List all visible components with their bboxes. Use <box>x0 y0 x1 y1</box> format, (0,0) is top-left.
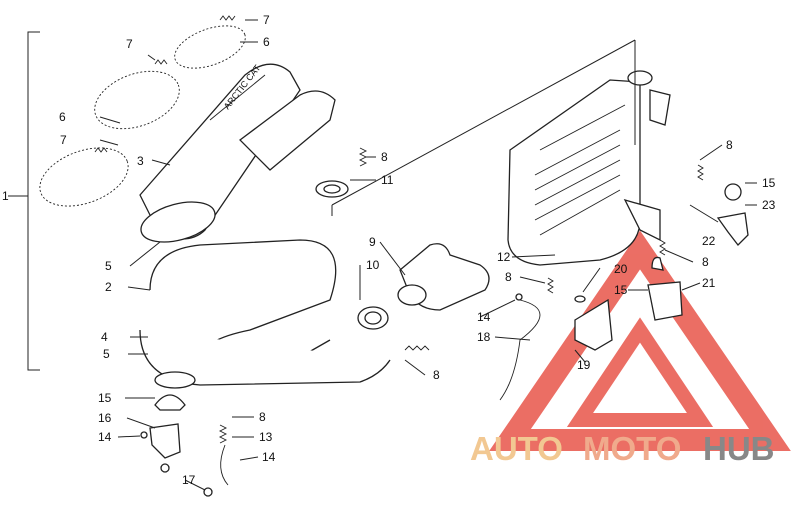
callout-15-right: 15 <box>762 176 776 190</box>
callout-8-a: 8 <box>381 150 388 164</box>
callout-5-upper: 5 <box>105 259 112 273</box>
callout-3: 3 <box>137 154 144 168</box>
muffler: ARCTIC CAT <box>139 63 301 243</box>
group-bracket <box>8 31 40 371</box>
exhaust-flange <box>357 243 490 330</box>
callout-10: 10 <box>366 258 380 272</box>
callout-15-mid: 15 <box>614 283 628 297</box>
callout-labels: 1 2 3 4 5 5 6 6 7 7 7 8 8 8 8 8 8 9 10 1… <box>2 13 776 487</box>
callout-8-d: 8 <box>505 270 512 284</box>
callout-18: 18 <box>477 330 491 344</box>
callout-9: 9 <box>369 235 376 249</box>
callout-8-b: 8 <box>433 368 440 382</box>
head-pipe <box>139 90 391 389</box>
callout-7-low: 7 <box>60 133 67 147</box>
callout-8-f: 8 <box>702 255 709 269</box>
callout-12: 12 <box>497 250 511 264</box>
callout-7-mid: 7 <box>126 37 133 51</box>
leader-lines <box>99 19 757 491</box>
left-hardware <box>140 394 229 497</box>
callout-6-upper: 6 <box>263 35 270 49</box>
watermark-text: AUTO MOTO HUB <box>470 430 775 467</box>
spring-clamps <box>39 15 246 207</box>
watermark-logo <box>489 230 791 451</box>
silencer <box>507 70 671 266</box>
callout-17: 17 <box>182 473 196 487</box>
callout-7-top: 7 <box>263 13 270 27</box>
callout-13: 13 <box>259 430 273 444</box>
callout-22: 22 <box>702 234 716 248</box>
callout-8-c: 8 <box>259 410 266 424</box>
watermark-auto: AUTO <box>470 430 563 467</box>
callout-1: 1 <box>2 189 9 203</box>
callout-4: 4 <box>101 330 108 344</box>
callout-14-bottom: 14 <box>262 450 276 464</box>
callout-16: 16 <box>98 411 112 425</box>
callout-20: 20 <box>614 262 628 276</box>
callout-14-left: 14 <box>98 430 112 444</box>
callout-8-e: 8 <box>726 138 733 152</box>
watermark-moto: MOTO <box>583 430 681 467</box>
callout-11: 11 <box>381 173 394 187</box>
right-hardware <box>499 183 749 401</box>
watermark-hub: HUB <box>703 430 775 467</box>
callout-15-left: 15 <box>98 391 112 405</box>
callout-19: 19 <box>577 358 591 372</box>
callout-5-lower: 5 <box>103 347 110 361</box>
callout-6-lower: 6 <box>59 110 66 124</box>
callout-23: 23 <box>762 198 776 212</box>
callout-2: 2 <box>105 280 112 294</box>
springs <box>218 147 704 444</box>
callout-14-right: 14 <box>477 310 491 324</box>
frame-lines <box>331 39 636 216</box>
grommet <box>315 180 349 198</box>
callout-21: 21 <box>702 276 716 290</box>
